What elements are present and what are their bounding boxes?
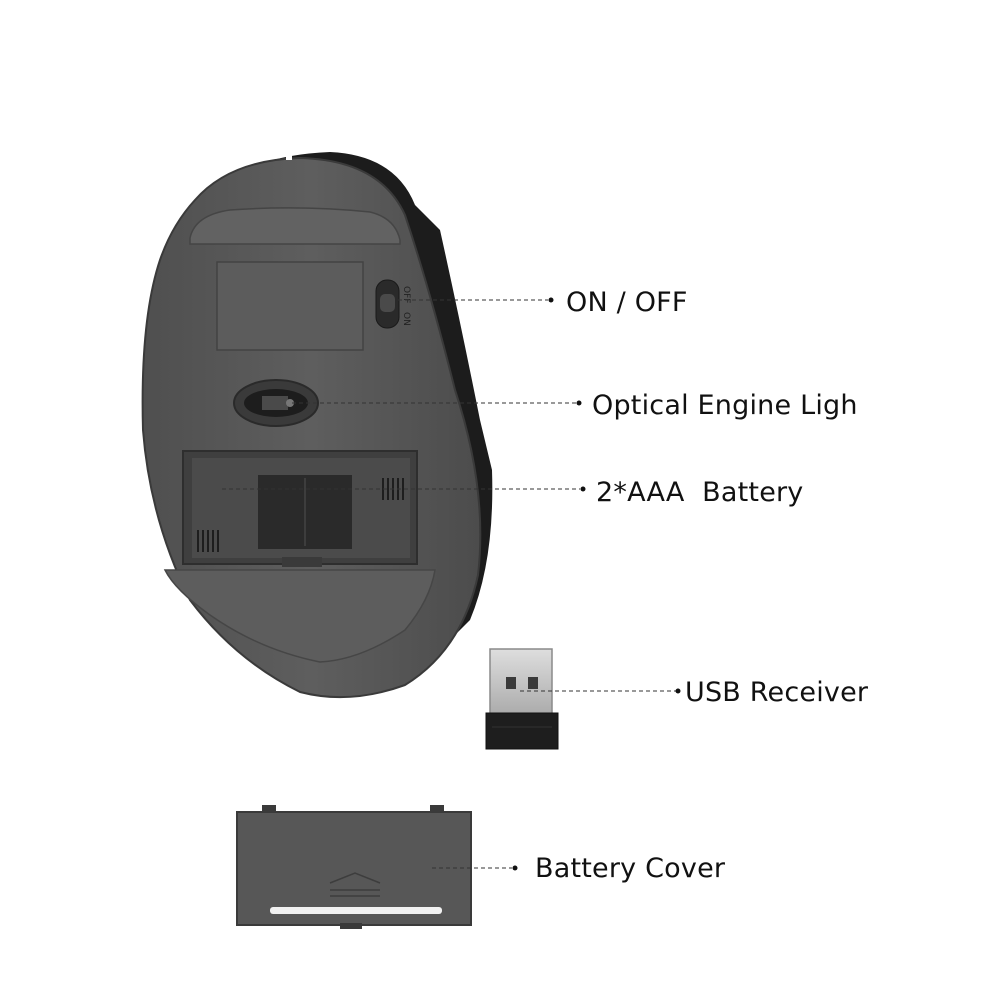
mouse-lower-plate	[163, 569, 436, 663]
usb-plastic-body	[485, 712, 559, 750]
cover-slot	[270, 907, 442, 914]
power-switch-knob	[380, 294, 395, 312]
optical-sensor	[233, 379, 319, 427]
battery-spring-bottom	[197, 530, 219, 552]
callout-dots	[512, 297, 681, 871]
cover-bottom-tab	[340, 923, 362, 929]
callout-usb-receiver: USB Receiver	[685, 677, 869, 708]
mouse: OFF ON	[141, 150, 493, 699]
cover-tab-left	[262, 805, 276, 815]
callout-lines	[222, 299, 676, 869]
optical-sensor-chip	[262, 396, 288, 410]
optical-sensor-led	[286, 399, 294, 407]
usb-metal-plug	[489, 648, 553, 718]
usb-contact-left	[506, 677, 516, 689]
cover-arrow-mark	[329, 872, 381, 897]
switch-label-off: OFF	[401, 286, 411, 303]
mouse-top-notch	[286, 150, 292, 160]
usb-receiver	[485, 648, 559, 750]
dot-optical	[576, 400, 582, 406]
callout-battery-cover: Battery Cover	[535, 853, 726, 884]
dot-usb	[675, 688, 681, 694]
battery-bay-latch	[282, 557, 322, 567]
callout-on-off: ON / OFF	[566, 287, 688, 318]
callout-battery: 2*AAA Battery	[596, 477, 804, 508]
label-recess	[216, 261, 364, 351]
battery-cover	[236, 805, 472, 929]
dot-onoff	[548, 297, 554, 303]
dot-cover	[512, 865, 518, 871]
power-switch[interactable]	[375, 279, 400, 329]
battery-compartment	[182, 450, 418, 567]
cover-tab-right	[430, 805, 444, 815]
usb-contact-right	[528, 677, 538, 689]
mouse-top-plate	[189, 207, 401, 245]
callout-optical-engine: Optical Engine Ligh	[592, 390, 858, 421]
dot-battery	[580, 486, 586, 492]
switch-label-on: ON	[401, 312, 411, 326]
